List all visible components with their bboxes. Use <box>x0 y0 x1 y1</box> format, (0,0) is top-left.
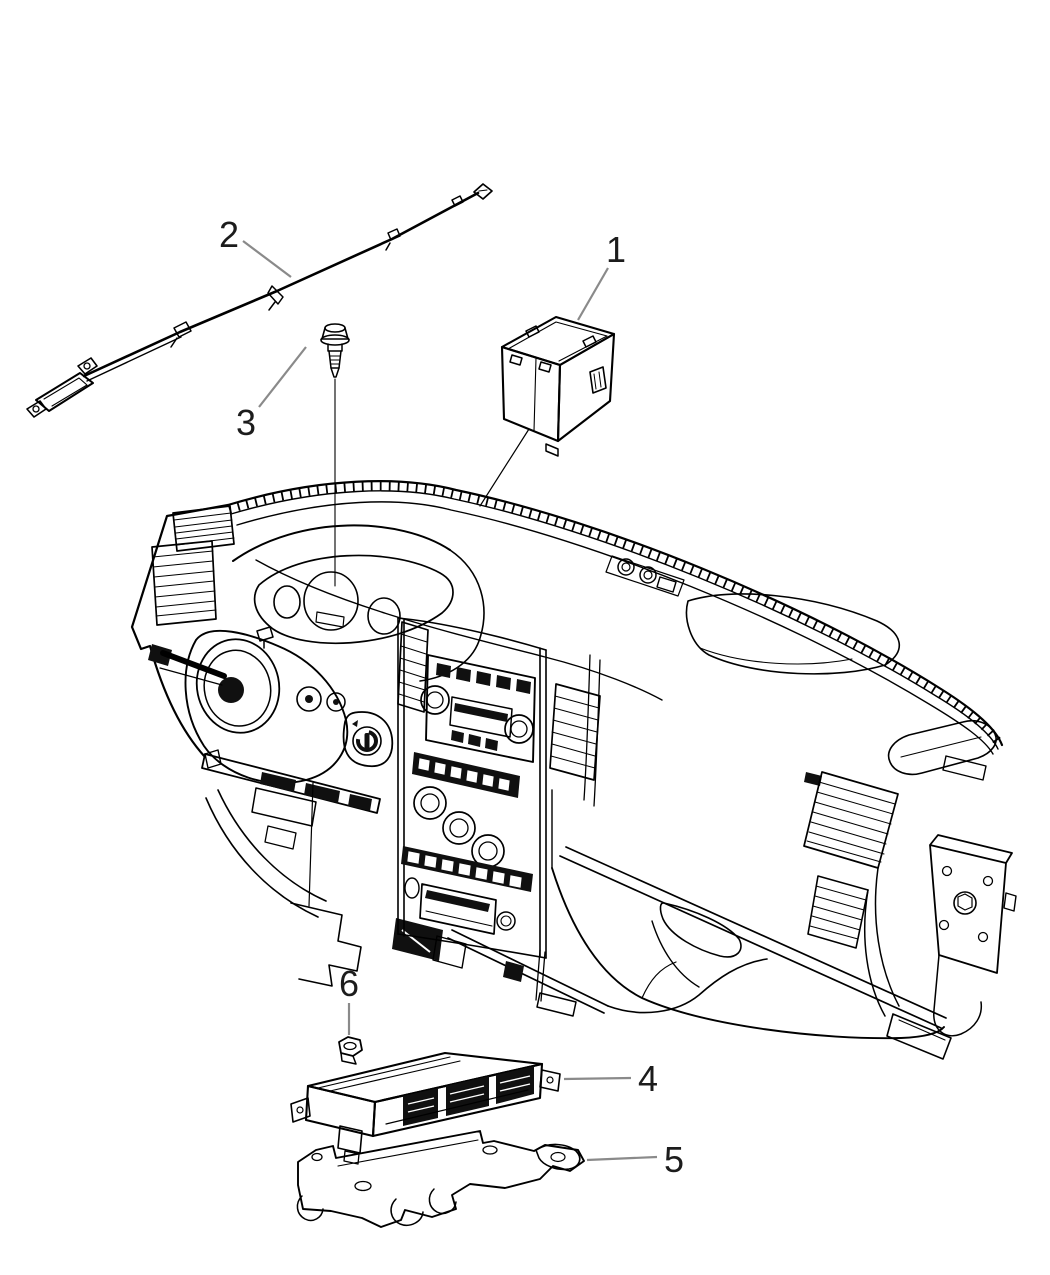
part-mounting-nut <box>338 1036 363 1065</box>
climate-knob <box>442 811 476 845</box>
callouts: 1 2 3 4 5 6 <box>219 214 684 1180</box>
radio-knob <box>504 714 534 744</box>
vent-grille <box>807 875 869 949</box>
vent-strip <box>549 683 601 781</box>
knee-bolster <box>217 789 327 902</box>
passenger-side <box>551 593 997 1040</box>
speaker-tray <box>887 719 997 776</box>
small-knob <box>496 911 516 931</box>
key-slot <box>364 733 370 749</box>
glovebox-handle <box>659 902 742 958</box>
ignition-bezel <box>342 711 394 768</box>
cable-clip <box>267 285 284 305</box>
part-module-box <box>479 315 616 507</box>
vent-grille <box>172 505 235 552</box>
callout-2-number: 2 <box>219 214 239 255</box>
vent-strip <box>397 621 429 713</box>
cluster-opening <box>253 554 454 645</box>
box-install-line <box>479 428 530 507</box>
column-shroud <box>184 629 349 784</box>
defroster-hatch <box>227 481 1005 749</box>
gauge <box>303 571 359 631</box>
callout-3-leader <box>258 346 307 408</box>
center-stack <box>397 617 601 959</box>
radio-display <box>449 696 513 738</box>
bracket-grommet <box>535 1143 581 1171</box>
box-latch <box>589 366 607 394</box>
callout-2-leader <box>242 240 292 278</box>
module-tab <box>290 1097 311 1123</box>
radio-knob <box>420 685 450 715</box>
cable-line <box>82 191 480 378</box>
gauge <box>367 597 401 635</box>
airbag-seam <box>685 593 901 675</box>
bracket-plate <box>297 1130 585 1228</box>
climate-knob <box>413 786 447 820</box>
turn-signal-stalk <box>160 650 227 679</box>
defroster-band <box>226 480 1005 755</box>
cable-module-plate <box>35 372 94 412</box>
callout-4-leader <box>563 1076 632 1081</box>
callout-3-number: 3 <box>236 402 256 443</box>
callout-5-leader <box>586 1155 658 1162</box>
radio <box>420 654 536 763</box>
glovebox-bottom <box>551 867 945 1040</box>
glovebox-seam <box>559 846 947 1029</box>
sensor-pod <box>605 555 685 597</box>
part-electronic-module <box>290 1051 561 1165</box>
climate-controls <box>401 786 533 935</box>
gauge <box>273 585 301 619</box>
cable-clip <box>387 228 401 241</box>
dashboard-drawing <box>130 480 1017 1060</box>
end-bracket-plate <box>929 834 1013 974</box>
callout-6-number: 6 <box>339 963 359 1004</box>
screw-head <box>321 327 349 340</box>
ignition-switch <box>352 726 382 756</box>
right-end <box>803 771 1017 1060</box>
box-right-face <box>556 332 616 443</box>
part-antenna-cable <box>26 183 493 418</box>
callout-1-leader <box>577 267 609 321</box>
nut-hex <box>338 1036 363 1057</box>
module-tab <box>539 1069 561 1092</box>
headlamp-switch-knob <box>218 677 244 703</box>
cable-clip <box>173 321 192 338</box>
storage-cubby <box>419 883 497 935</box>
callout-4-number: 4 <box>638 1058 658 1099</box>
part-mounting-bracket <box>296 1130 585 1228</box>
switch-row <box>412 752 520 798</box>
part-mounting-screw <box>320 323 350 587</box>
stalk-connector <box>148 644 172 666</box>
vent-grille <box>151 540 217 626</box>
left-end-vents <box>130 503 235 759</box>
callout-1-number: 1 <box>606 229 626 270</box>
steering-column <box>148 626 467 987</box>
cable-connector <box>473 183 493 200</box>
underside-brackets <box>447 920 768 1017</box>
callout-5-number: 5 <box>664 1139 684 1180</box>
